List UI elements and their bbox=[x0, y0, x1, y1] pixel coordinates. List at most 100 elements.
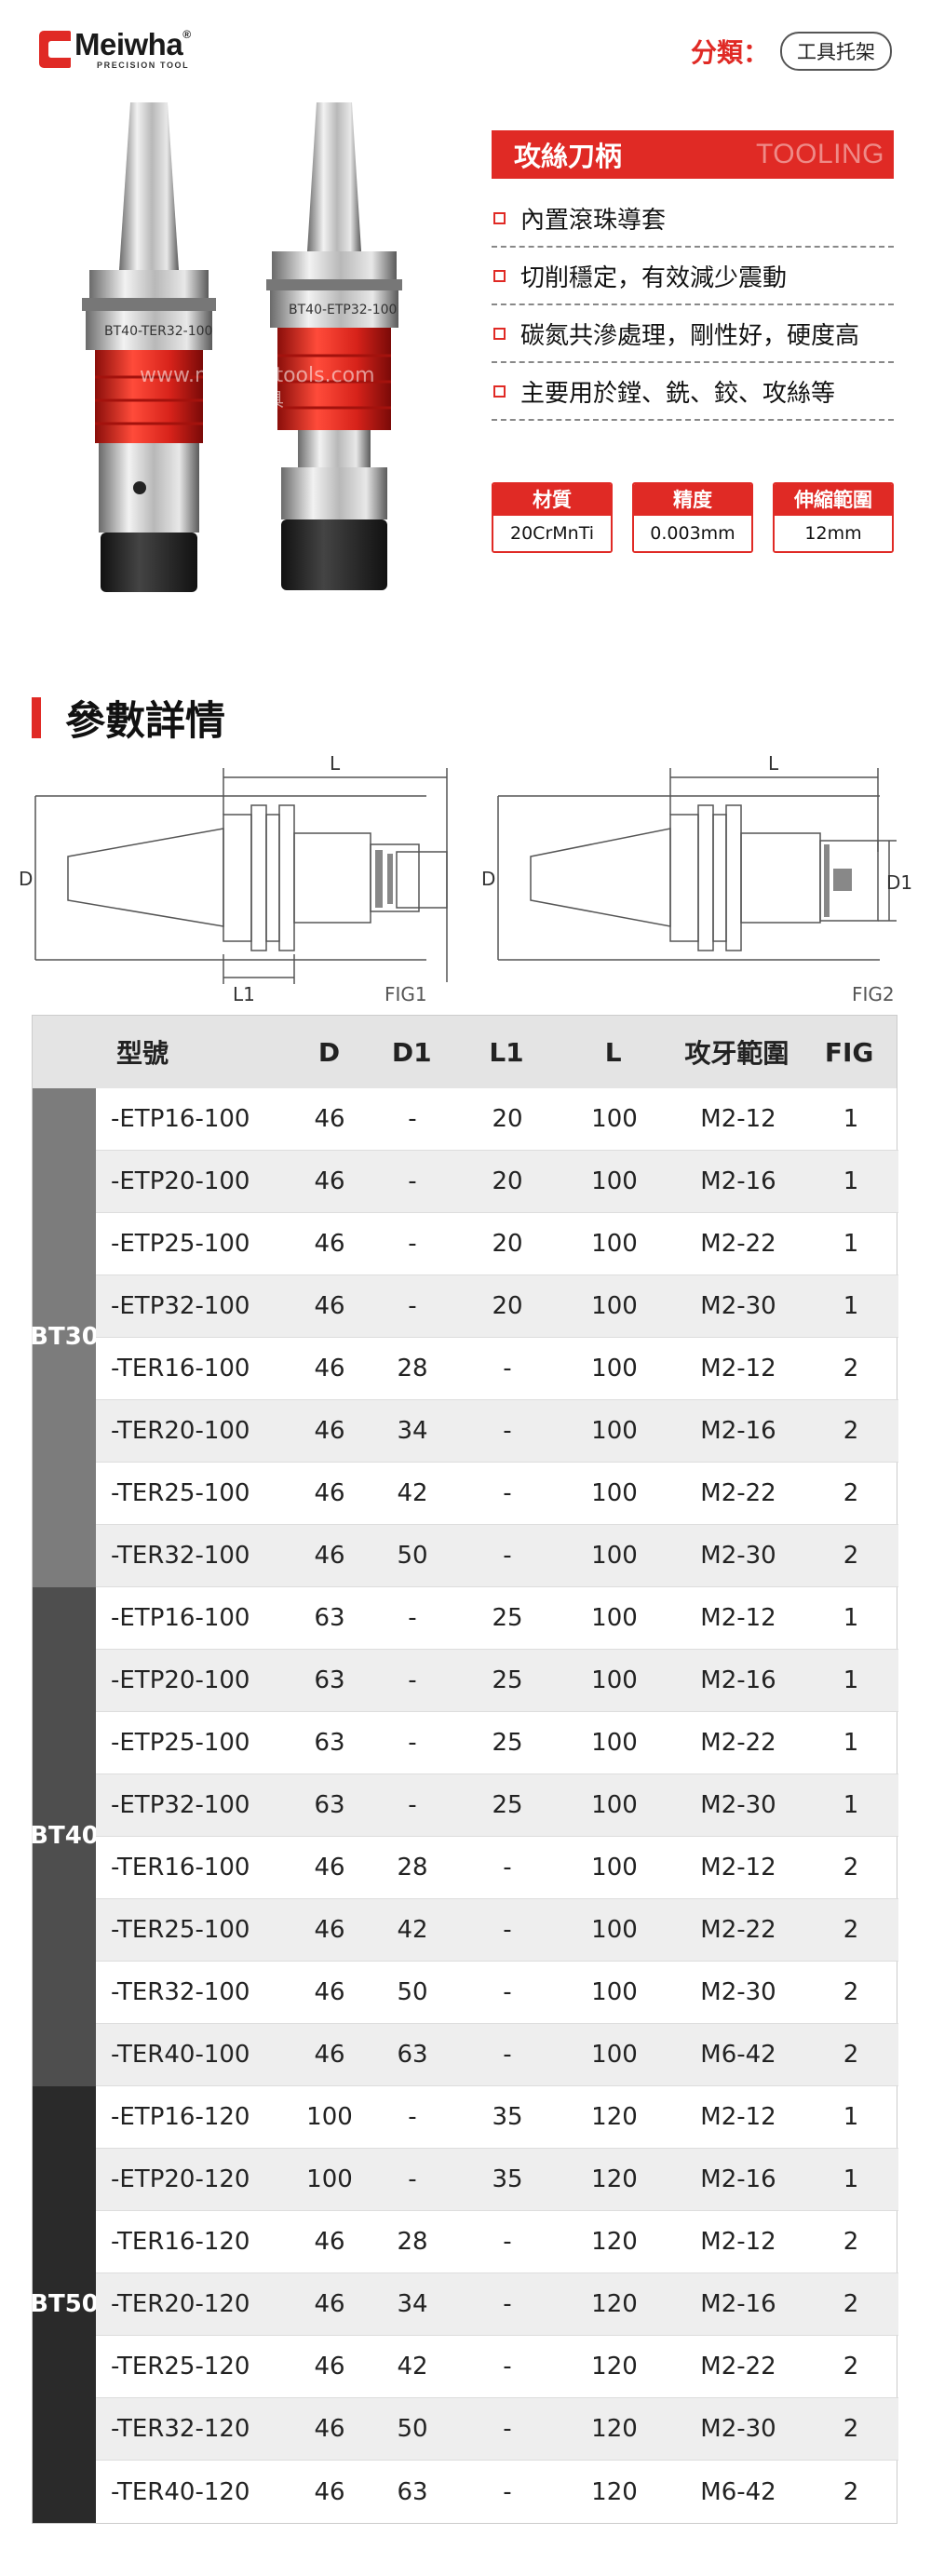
table-header: 型號 D D1 L1 L 攻牙範圍 FIG bbox=[33, 1016, 897, 1088]
cell-d1: 42 bbox=[397, 1916, 428, 1944]
cell-l: 120 bbox=[591, 2477, 638, 2506]
cell-l: 120 bbox=[591, 2165, 638, 2193]
spec-range: 伸縮範圍 12mm bbox=[773, 482, 894, 553]
group-label-series: BT bbox=[30, 1323, 65, 1352]
cell-d: 46 bbox=[314, 1417, 345, 1445]
cell-model: -ETP25-100 bbox=[111, 1729, 250, 1757]
cell-model: -ETP16-100 bbox=[111, 1604, 250, 1632]
cell-d: 100 bbox=[306, 2103, 353, 2131]
brand-logo: Meiwha® PRECISION TOOL bbox=[39, 28, 191, 71]
cell-model: -TER32-100 bbox=[111, 1542, 250, 1570]
cell-d: 46 bbox=[314, 1479, 345, 1507]
cell-l: 100 bbox=[591, 1167, 638, 1195]
group-label-size: 50 bbox=[64, 2289, 99, 2318]
cell-l1: - bbox=[503, 2353, 512, 2380]
cell-tap-range: M2-12 bbox=[700, 1604, 776, 1632]
cell-model: -ETP16-100 bbox=[111, 1105, 250, 1133]
group-label-series: BT bbox=[30, 2289, 65, 2318]
category: 分類： 工具托架 bbox=[691, 32, 892, 71]
cell-tap-range: M2-22 bbox=[700, 1479, 776, 1507]
cell-l: 120 bbox=[591, 2415, 638, 2443]
cell-tap-range: M2-12 bbox=[700, 1355, 776, 1382]
cell-l1: - bbox=[503, 1542, 512, 1570]
cell-l: 120 bbox=[591, 2290, 638, 2318]
feature-list: 內置滾珠導套 切削穩定，有效減少震動 碳氮共滲處理，剛性好，硬度高 主要用於鏜、… bbox=[492, 190, 894, 421]
cell-l1: - bbox=[503, 1479, 512, 1507]
cell-l1: 25 bbox=[492, 1604, 523, 1632]
cell-l: 100 bbox=[591, 1355, 638, 1382]
cell-d1: 50 bbox=[397, 1542, 428, 1570]
cell-d: 46 bbox=[314, 2415, 345, 2443]
cell-fig: 1 bbox=[843, 1604, 859, 1632]
header-model: 型號 bbox=[116, 1038, 169, 1069]
cell-l1: 25 bbox=[492, 1791, 523, 1819]
cell-tap-range: M2-30 bbox=[700, 1791, 776, 1819]
cell-fig: 1 bbox=[843, 1292, 859, 1320]
cell-l1: - bbox=[503, 1417, 512, 1445]
cell-d: 63 bbox=[314, 1666, 345, 1694]
cell-tap-range: M2-30 bbox=[700, 1292, 776, 1320]
feature-item: 主要用於鏜、銑、鉸、攻絲等 bbox=[492, 363, 894, 421]
bullet-square-icon bbox=[493, 327, 506, 340]
cell-fig: 2 bbox=[843, 1417, 859, 1445]
cell-tap-range: M2-16 bbox=[700, 1666, 776, 1694]
cell-d1: - bbox=[408, 1791, 417, 1819]
cell-model: -TER25-100 bbox=[111, 1479, 250, 1507]
dim-label-l: L bbox=[330, 752, 341, 775]
cell-l1: - bbox=[503, 1854, 512, 1881]
cell-d: 63 bbox=[314, 1604, 345, 1632]
cell-d1: - bbox=[408, 1292, 417, 1320]
cell-d1: 42 bbox=[397, 2353, 428, 2380]
cell-l1: 25 bbox=[492, 1729, 523, 1757]
spec-value: 0.003mm bbox=[634, 516, 751, 551]
spec-value: 20CrMnTi bbox=[493, 516, 611, 551]
spec-precision: 精度 0.003mm bbox=[632, 482, 753, 553]
cell-fig: 2 bbox=[843, 1854, 859, 1881]
cell-d1: 28 bbox=[397, 1355, 428, 1382]
cell-l1: 20 bbox=[492, 1230, 523, 1258]
cell-l1: 20 bbox=[492, 1292, 523, 1320]
cell-d: 46 bbox=[314, 2228, 345, 2256]
feature-text: 主要用於鏜、銑、鉸、攻絲等 bbox=[520, 379, 836, 408]
feature-text: 碳氮共滲處理，剛性好，硬度高 bbox=[520, 321, 860, 350]
cell-d1: - bbox=[408, 1604, 417, 1632]
cell-l1: 20 bbox=[492, 1167, 523, 1195]
cell-l1: - bbox=[503, 2477, 512, 2506]
cell-d: 63 bbox=[314, 1729, 345, 1757]
cell-fig: 2 bbox=[843, 2477, 859, 2506]
cell-l: 100 bbox=[591, 2041, 638, 2069]
cell-model: -ETP20-120 bbox=[111, 2165, 250, 2193]
diagram-fig1: L D L1 FIG1 bbox=[19, 752, 448, 1005]
category-tag[interactable]: 工具托架 bbox=[780, 32, 892, 71]
spec-label: 伸縮範圍 bbox=[775, 484, 892, 516]
cell-d: 46 bbox=[314, 2477, 345, 2506]
cell-model: -TER40-120 bbox=[111, 2477, 250, 2506]
cell-l1: - bbox=[503, 2290, 512, 2318]
cell-l: 120 bbox=[591, 2353, 638, 2380]
fig1-caption: FIG1 bbox=[385, 983, 427, 1005]
cell-model: -ETP20-100 bbox=[111, 1666, 250, 1694]
dim-label-l: L bbox=[768, 752, 779, 775]
cell-tap-range: M2-22 bbox=[700, 1729, 776, 1757]
brand-subtitle: PRECISION TOOL bbox=[97, 61, 190, 70]
cell-l: 100 bbox=[591, 1604, 638, 1632]
cell-model: -TER25-100 bbox=[111, 1916, 250, 1944]
cell-model: -ETP32-100 bbox=[111, 1791, 250, 1819]
dim-label-d: D bbox=[19, 868, 33, 890]
cell-tap-range: M6-42 bbox=[700, 2477, 776, 2506]
spec-label: 精度 bbox=[634, 484, 751, 516]
cell-fig: 2 bbox=[843, 2228, 859, 2256]
cell-fig: 2 bbox=[843, 2353, 859, 2380]
category-label: 分類： bbox=[690, 37, 769, 68]
